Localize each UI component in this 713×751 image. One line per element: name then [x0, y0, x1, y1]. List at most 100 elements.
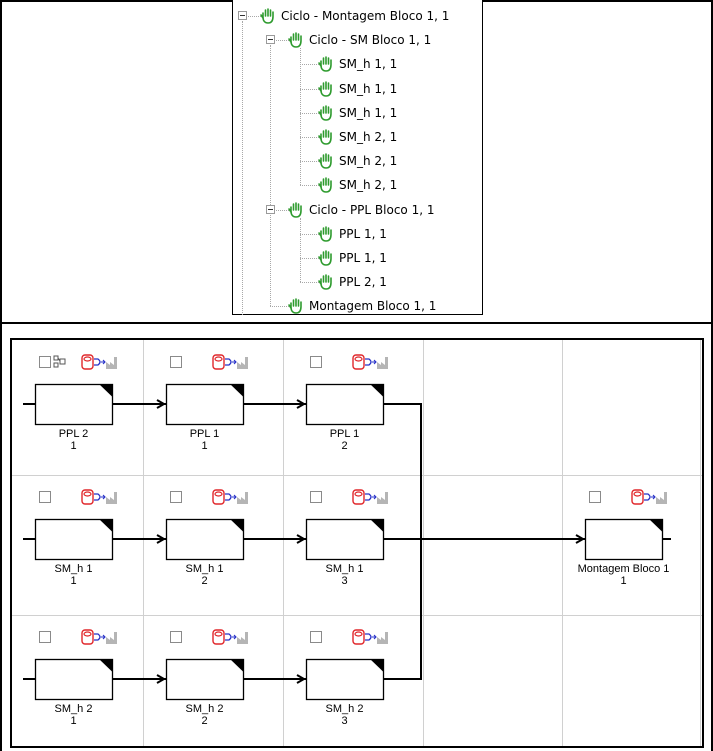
- tree-item[interactable]: SM_h 1, 1: [317, 77, 397, 101]
- tree-item-label: PPL 2, 1: [339, 275, 387, 289]
- node-tools[interactable]: [632, 490, 667, 504]
- link-icon[interactable]: [225, 634, 236, 640]
- factory-icon[interactable]: [106, 492, 117, 504]
- database-icon[interactable]: [82, 630, 93, 644]
- process-node-box[interactable]: [307, 520, 384, 560]
- node-checkbox[interactable]: [310, 631, 322, 643]
- database-icon[interactable]: [213, 355, 224, 369]
- process-node-box[interactable]: [307, 385, 384, 425]
- node-tools[interactable]: [353, 490, 388, 504]
- node-index: 3: [285, 575, 405, 587]
- process-node-box[interactable]: [36, 520, 113, 560]
- node-index: 1: [14, 715, 134, 727]
- tree-item[interactable]: SM_h 2, 1: [317, 173, 397, 197]
- factory-icon[interactable]: [106, 632, 117, 644]
- process-node-box[interactable]: [167, 385, 244, 425]
- node-checkbox[interactable]: [310, 356, 322, 368]
- node-checkbox[interactable]: [310, 491, 322, 503]
- process-node-box[interactable]: [167, 660, 244, 700]
- collapse-toggle-icon[interactable]: [266, 205, 275, 214]
- database-icon[interactable]: [213, 630, 224, 644]
- node-index: 1: [14, 440, 134, 452]
- database-icon[interactable]: [213, 490, 224, 504]
- tree-item[interactable]: SM_h 2, 1: [317, 125, 397, 149]
- tree-item-label: SM_h 1, 1: [339, 57, 397, 71]
- factory-icon[interactable]: [237, 632, 248, 644]
- factory-icon[interactable]: [377, 357, 388, 369]
- tree-item[interactable]: Montagem Bloco 1, 1: [287, 294, 436, 318]
- database-icon[interactable]: [632, 490, 643, 504]
- diagram-canvas: [12, 340, 702, 746]
- link-icon[interactable]: [365, 359, 376, 365]
- link-icon[interactable]: [94, 634, 105, 640]
- hand-icon: [259, 7, 277, 25]
- node-checkbox[interactable]: [170, 491, 182, 503]
- tree-item[interactable]: PPL 2, 1: [317, 270, 387, 294]
- process-node-box[interactable]: [307, 660, 384, 700]
- node-tools[interactable]: [213, 355, 248, 369]
- tree-item[interactable]: SM_h 1, 1: [317, 101, 397, 125]
- node-label: SM_h 22: [145, 703, 265, 727]
- tree-item-label: PPL 1, 1: [339, 227, 387, 241]
- node-checkbox[interactable]: [39, 491, 51, 503]
- process-node-box[interactable]: [36, 385, 113, 425]
- link-icon[interactable]: [94, 494, 105, 500]
- tree-item-label: SM_h 2, 1: [339, 154, 397, 168]
- hand-icon: [317, 249, 335, 267]
- tree-item-label: SM_h 2, 1: [339, 130, 397, 144]
- node-checkbox[interactable]: [39, 631, 51, 643]
- node-checkbox[interactable]: [39, 356, 51, 368]
- tree-item[interactable]: Ciclo - PPL Bloco 1, 1: [287, 198, 434, 222]
- tree-item[interactable]: Ciclo - SM Bloco 1, 1: [287, 28, 431, 52]
- link-icon[interactable]: [644, 494, 655, 500]
- process-node-box[interactable]: [167, 520, 244, 560]
- node-tools[interactable]: [353, 355, 388, 369]
- node-tools[interactable]: [82, 490, 117, 504]
- database-icon[interactable]: [82, 355, 93, 369]
- process-node-box[interactable]: [36, 660, 113, 700]
- tree-item[interactable]: Ciclo - Montagem Bloco 1, 1: [259, 4, 449, 28]
- node-tools[interactable]: [82, 630, 117, 644]
- node-name: PPL 1: [145, 428, 265, 440]
- tree-item-label: PPL 1, 1: [339, 251, 387, 265]
- tree-item[interactable]: PPL 1, 1: [317, 222, 387, 246]
- database-icon[interactable]: [353, 630, 364, 644]
- tree-item-label: SM_h 1, 1: [339, 106, 397, 120]
- collapse-toggle-icon[interactable]: [266, 35, 275, 44]
- node-tools[interactable]: [353, 630, 388, 644]
- hand-icon: [317, 152, 335, 170]
- process-node-box[interactable]: [586, 520, 663, 560]
- node-tools[interactable]: [213, 630, 248, 644]
- panel-separator: [0, 322, 713, 324]
- tree-item[interactable]: PPL 1, 1: [317, 246, 387, 270]
- tree-item[interactable]: SM_h 1, 1: [317, 52, 397, 76]
- factory-icon[interactable]: [237, 492, 248, 504]
- factory-icon[interactable]: [377, 632, 388, 644]
- node-name: PPL 1: [285, 428, 405, 440]
- link-icon[interactable]: [365, 494, 376, 500]
- collapse-toggle-icon[interactable]: [238, 11, 247, 20]
- link-icon[interactable]: [94, 359, 105, 365]
- node-checkbox[interactable]: [170, 631, 182, 643]
- link-icon[interactable]: [225, 359, 236, 365]
- factory-icon[interactable]: [656, 492, 667, 504]
- node-tools[interactable]: [213, 490, 248, 504]
- database-icon[interactable]: [353, 355, 364, 369]
- node-label: SM_h 13: [285, 563, 405, 587]
- node-name: SM_h 1: [145, 563, 265, 575]
- tree-item[interactable]: SM_h 2, 1: [317, 149, 397, 173]
- node-checkbox[interactable]: [170, 356, 182, 368]
- node-name: SM_h 2: [145, 703, 265, 715]
- link-icon[interactable]: [365, 634, 376, 640]
- factory-icon[interactable]: [377, 492, 388, 504]
- node-tools[interactable]: [82, 355, 117, 369]
- database-icon[interactable]: [353, 490, 364, 504]
- link-icon[interactable]: [225, 494, 236, 500]
- hand-icon: [317, 273, 335, 291]
- database-icon[interactable]: [82, 490, 93, 504]
- tree-item-label: SM_h 1, 1: [339, 82, 397, 96]
- factory-icon[interactable]: [237, 357, 248, 369]
- node-label: SM_h 23: [285, 703, 405, 727]
- factory-icon[interactable]: [106, 357, 117, 369]
- node-checkbox[interactable]: [589, 491, 601, 503]
